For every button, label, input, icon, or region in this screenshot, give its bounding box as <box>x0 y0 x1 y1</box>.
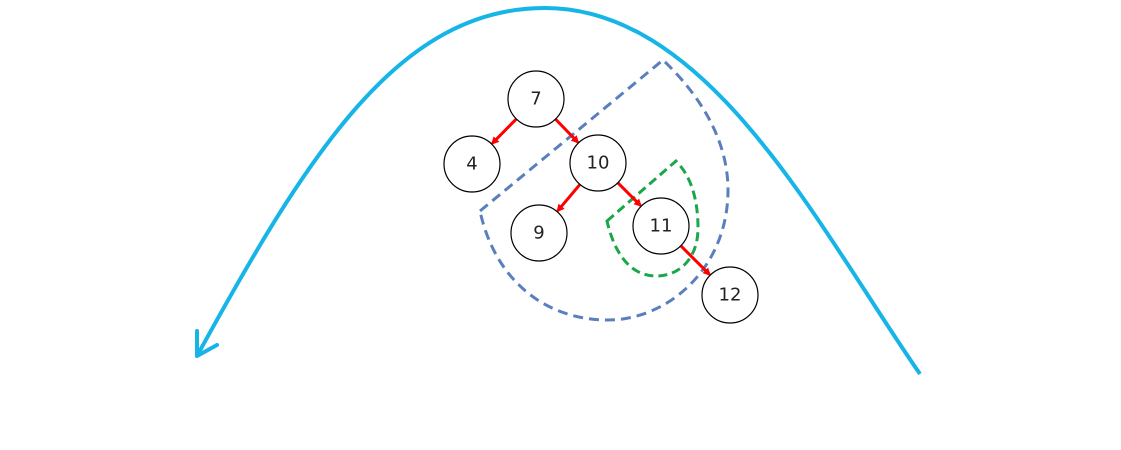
tree-node-7: 7 <box>507 70 565 128</box>
node-circle <box>510 204 568 262</box>
node-label: 12 <box>719 285 742 306</box>
node-circle <box>443 135 501 193</box>
edge-10-9 <box>556 180 584 213</box>
node-label: 10 <box>587 153 610 174</box>
node-label: 9 <box>533 223 544 244</box>
node-circle <box>701 266 759 324</box>
tree-node-10: 10 <box>569 134 627 192</box>
edge-7-10 <box>551 115 580 144</box>
tree-node-11: 11 <box>632 197 690 255</box>
tree-node-4: 4 <box>443 135 501 193</box>
tree-node-9: 9 <box>510 204 568 262</box>
outer-subtree-region <box>478 57 730 322</box>
edge-7-4 <box>490 115 521 145</box>
edge-10-11 <box>613 178 642 207</box>
edge-11-12 <box>676 241 711 276</box>
inner-subtree-region <box>605 158 700 278</box>
node-label: 4 <box>466 154 477 175</box>
traversal-arrow-curve <box>195 5 922 376</box>
node-circle <box>632 197 690 255</box>
traversal-arrow-head-icon <box>195 329 219 358</box>
node-label: 11 <box>650 216 673 237</box>
node-label: 7 <box>530 89 541 110</box>
tree-nodes: 7 4 10 9 11 12 <box>443 70 759 324</box>
tree-node-12: 12 <box>701 266 759 324</box>
node-circle <box>507 70 565 128</box>
node-circle <box>569 134 627 192</box>
tree-edges <box>490 115 711 276</box>
